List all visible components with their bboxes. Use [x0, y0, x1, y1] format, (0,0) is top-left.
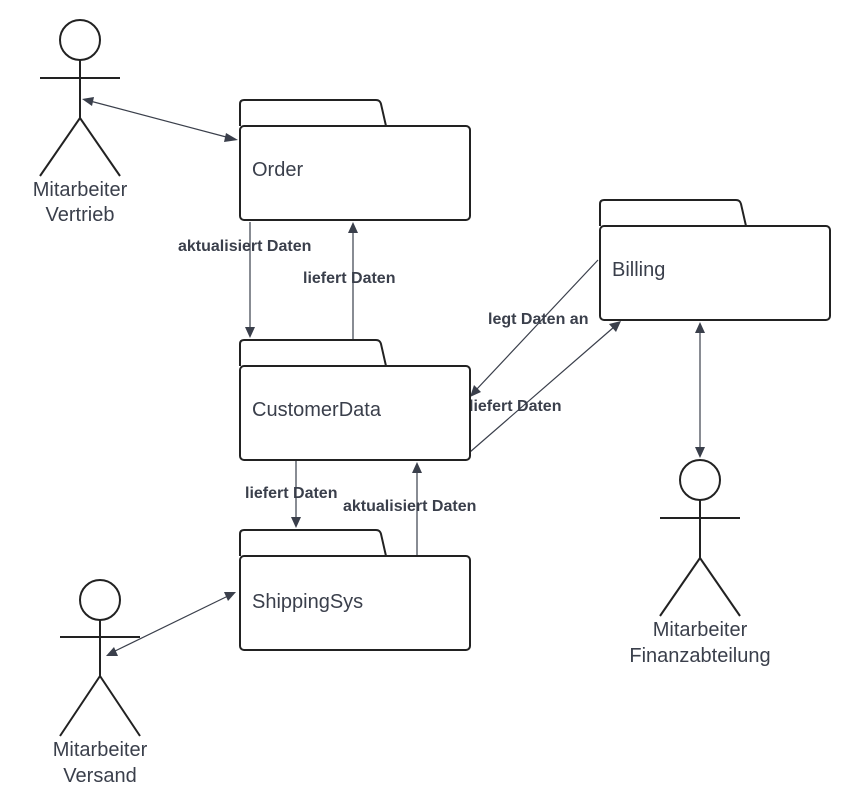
edge-customerdata-to-shippingsys: [291, 460, 301, 528]
actor-mitarbeiter-versand[interactable]: Mitarbeiter Versand: [53, 579, 148, 787]
package-customerdata-label: CustomerData: [252, 399, 382, 421]
edge-customerdata-to-order: [348, 222, 358, 340]
package-shippingsys-label: ShippingSys: [252, 591, 363, 613]
edge-billing-finanz: [695, 322, 705, 458]
edge-label-billing-to-customerdata: legt Daten an: [488, 311, 588, 328]
package-order[interactable]: Order: [239, 99, 471, 221]
edge-billing-to-customerdata: [470, 259, 599, 397]
edge-label-customerdata-to-billing: liefert Daten: [469, 398, 561, 415]
package-billing[interactable]: Billing: [599, 199, 831, 321]
package-shippingsys[interactable]: ShippingSys: [239, 529, 471, 651]
actor-versand-label-line2: Versand: [63, 765, 136, 787]
package-order-label: Order: [252, 159, 303, 181]
edge-label-customerdata-to-order: liefert Daten: [303, 270, 395, 287]
actor-vertrieb-label-line2: Vertrieb: [46, 204, 115, 226]
actor-mitarbeiter-vertrieb[interactable]: Mitarbeiter Vertrieb: [33, 19, 128, 226]
actor-mitarbeiter-finanzabteilung[interactable]: Mitarbeiter Finanzabteilung: [629, 459, 771, 667]
edge-label-shippingsys-to-customerdata: aktualisiert Daten: [343, 498, 476, 515]
edge-versand-shippingsys: [106, 592, 236, 656]
actor-finanz-label-line1: Mitarbeiter: [653, 619, 748, 641]
edge-customerdata-to-billing: [469, 321, 621, 453]
edge-label-customerdata-to-shippingsys: liefert Daten: [245, 485, 337, 502]
actor-versand-label-line1: Mitarbeiter: [53, 739, 148, 761]
actor-finanz-label-line2: Finanzabteilung: [629, 645, 770, 667]
edge-order-to-customerdata: [245, 222, 255, 338]
actor-vertrieb-label-line1: Mitarbeiter: [33, 179, 128, 201]
package-customerdata[interactable]: CustomerData: [239, 339, 471, 461]
edge-shippingsys-to-customerdata: [412, 462, 422, 556]
edge-vertrieb-order: [82, 97, 238, 142]
package-billing-label: Billing: [612, 259, 665, 281]
edge-label-order-to-customerdata: aktualisiert Daten: [178, 238, 311, 255]
